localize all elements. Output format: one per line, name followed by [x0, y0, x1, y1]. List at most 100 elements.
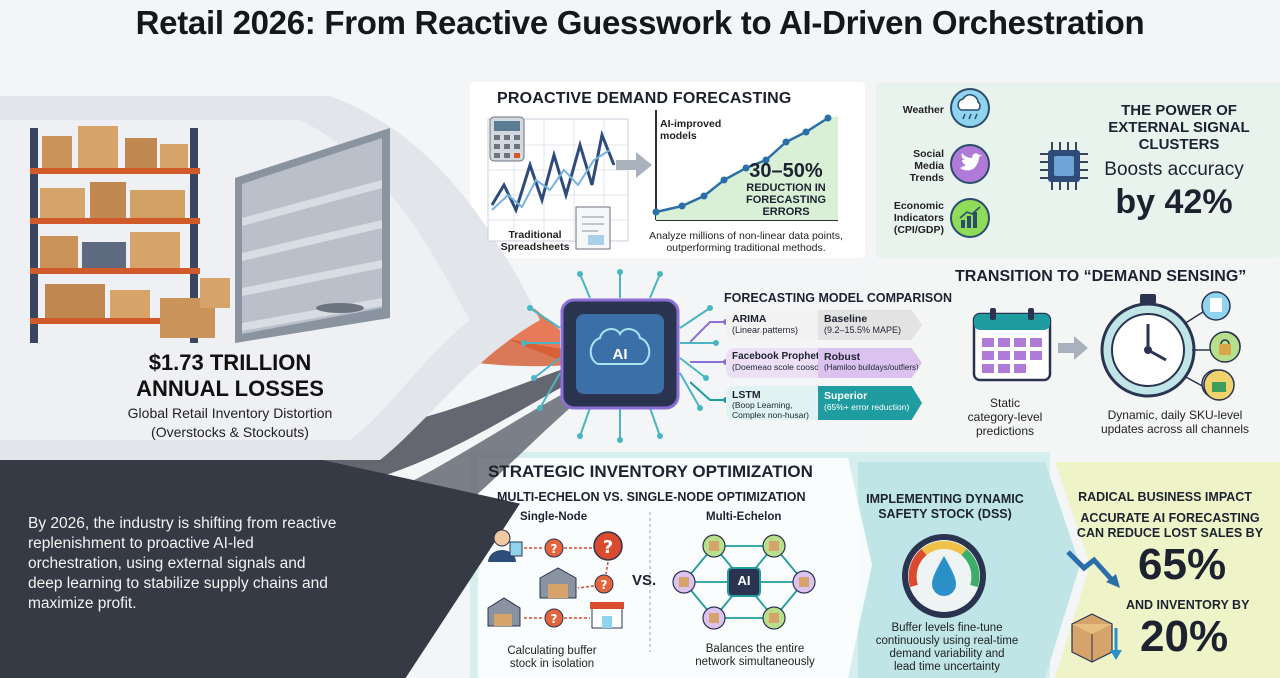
ai-improved-chart: [652, 110, 838, 221]
impact-line1: ACCURATE AI FORECASTING: [1080, 511, 1260, 525]
model-desc-lstm: (Boop Learning, Complex non-husar): [732, 400, 810, 420]
impact-line3: AND INVENTORY BY: [1126, 598, 1250, 612]
question-icon: ?: [544, 538, 564, 558]
dss-caption: Buffer levels fine-tune continuously usi…: [858, 622, 1036, 674]
model-row-prophet-right: Robust (Hamiloo buildays/outfiers): [818, 348, 922, 378]
model-comparison-connectors: [690, 319, 729, 403]
model-comparison-heading: FORECASTING MODEL COMPARISON: [724, 291, 953, 305]
box-down-icon: [1071, 613, 1122, 663]
ai-models-label: AI-improved models: [660, 118, 740, 142]
signal-weather-label-line1: Weather: [902, 104, 944, 116]
document-icon: [575, 206, 611, 250]
single-node-caption-line2: stock in isolation: [509, 658, 595, 670]
signals-heading-line3: CLUSTERS: [1138, 136, 1220, 153]
impact-value-inventory: 20%: [1140, 612, 1229, 661]
dss-caption-line3: demand variability and: [889, 648, 1005, 660]
model-rating-lstm: Superior: [824, 390, 868, 402]
question-icon: ?: [594, 574, 614, 594]
shopping-bag-icon: [1209, 331, 1241, 363]
question-icon: ?: [593, 531, 623, 561]
losses-sub-line1: Global Retail Inventory Distortion: [127, 405, 333, 421]
warehouse-icon: [487, 597, 521, 627]
traditional-spreadsheet-chart: [487, 116, 629, 250]
dss-heading: IMPLEMENTING DYNAMIC SAFETY STOCK (DSS): [860, 492, 1030, 522]
storefront-icon: [590, 602, 624, 629]
dss-caption-line1: Buffer levels fine-tune: [891, 622, 1003, 634]
single-node-caption: Calculating buffer stock in isolation: [492, 645, 612, 671]
model-row-arima-left: ARIMA (Linear patterns): [726, 310, 818, 340]
dss-caption-line2: continuously using real-time: [875, 635, 1019, 647]
dss-heading-line1: IMPLEMENTING DYNAMIC: [866, 492, 1024, 506]
signal-economic-label-line3: (CPI/GDP): [893, 224, 944, 236]
signal-economic-label-line2: Indicators: [893, 212, 944, 224]
model-row-lstm-right: Superior (65%+ error reduction): [818, 386, 922, 420]
forecasting-caption-line1: Analyze millions of non-linear data poin…: [649, 230, 843, 242]
empty-shelf-icon: [235, 128, 390, 343]
model-desc-prophet: (Doemeao scole coosonolity): [732, 362, 842, 372]
multi-echelon-caption-line2: network simultaneously: [695, 656, 815, 668]
model-row-lstm: LSTM (Boop Learning, Complex non-husar) …: [726, 386, 926, 420]
vs-label: VS.: [632, 572, 657, 589]
person-icon: [488, 529, 523, 562]
overstock-shelf-icon: [30, 126, 230, 343]
warehouse-icon: [539, 567, 577, 599]
multi-echelon-caption-line1: Balances the entire: [705, 643, 805, 655]
model-name-lstm: LSTM: [732, 389, 761, 401]
calculator-icon: [489, 116, 525, 162]
reduction-block: 30–50% REDUCTION IN FORECASTING ERRORS: [738, 160, 834, 218]
impact-value-lost-sales: 65%: [1138, 540, 1227, 589]
traditional-label: Traditional Spreadsheets: [490, 229, 580, 253]
boost-label: Boosts accuracy: [1104, 159, 1244, 180]
dss-caption-line4: lead time uncertainty: [893, 661, 1001, 673]
warehouse-shelves-illustration: [30, 126, 390, 343]
svg-text:?: ?: [601, 578, 608, 592]
dynamic-caption-line1: Dynamic, daily SKU-level: [1107, 408, 1243, 422]
model-desc-arima: (Linear patterns): [732, 325, 799, 335]
bar-chart-icon: [950, 198, 990, 238]
dss-heading-line2: SAFETY STOCK (DSS): [878, 507, 1012, 521]
divider-line: [649, 512, 651, 652]
inventory-heading: STRATEGIC INVENTORY OPTIMIZATION: [488, 462, 813, 481]
model-row-prophet-left: Facebook Prophet (Doemeao scole coosonol…: [726, 348, 842, 378]
signal-weather-label: Weather: [888, 104, 944, 116]
signals-heading: THE POWER OF EXTERNAL SIGNAL CLUSTERS: [1094, 102, 1264, 153]
ai-models-label-line2: models: [660, 130, 697, 142]
demand-sensing-heading: TRANSITION TO “DEMAND SENSING”: [955, 268, 1247, 285]
svg-text:?: ?: [551, 612, 558, 626]
signal-social-label: Social Media Trends: [884, 148, 944, 184]
model-row-lstm-left: LSTM (Boop Learning, Complex non-husar): [726, 386, 818, 420]
losses-subtitle: Global Retail Inventory Distortion (Over…: [90, 404, 370, 442]
model-rating-prophet: Robust: [824, 351, 861, 363]
ai-chip-label: AI: [612, 346, 628, 363]
losses-amount-block: $1.73 TRILLION ANNUAL LOSSES: [100, 350, 360, 402]
ai-chip-illustration: [521, 269, 719, 443]
reduction-pct: 30–50%: [749, 160, 823, 182]
intro-paragraph: By 2026, the industry is shifting from r…: [28, 515, 337, 612]
model-detail-prophet: (Hamiloo buildays/outfiers): [824, 363, 919, 372]
multi-echelon-ai-label: AI: [737, 573, 751, 588]
static-caption-line2: category-level: [967, 410, 1043, 424]
model-row-prophet: Facebook Prophet (Doemeao scole coosonol…: [726, 348, 926, 378]
static-caption-line1: Static: [989, 396, 1020, 410]
arrow-right-icon: [1058, 336, 1088, 360]
svg-text:?: ?: [551, 542, 558, 556]
microchip-icon: [1040, 142, 1088, 190]
signals-heading-line2: EXTERNAL SIGNAL: [1108, 119, 1250, 136]
traditional-label-line2: Spreadsheets: [500, 241, 570, 253]
losses-amount: $1.73 TRILLION: [148, 350, 312, 375]
signals-heading-line1: THE POWER OF: [1121, 102, 1237, 119]
reduction-line2: FORECASTING: [745, 194, 827, 206]
single-node-caption-line1: Calculating buffer: [507, 645, 597, 657]
ai-models-label-line1: AI-improved: [660, 118, 722, 130]
multi-echelon-caption: Balances the entire network simultaneous…: [680, 643, 830, 669]
impact-lost-sales-text: ACCURATE AI FORECASTING CAN REDUCE LOST …: [1060, 511, 1280, 541]
arrow-right-icon: [616, 152, 652, 178]
forecasting-heading: PROACTIVE DEMAND FORECASTING: [497, 90, 792, 107]
signal-economic-label: Economic Indicators (CPI/GDP): [880, 200, 944, 236]
calendar-icon: [972, 308, 1052, 382]
forecasting-caption-line2: outperforming traditional methods.: [666, 242, 826, 254]
single-node-diagram: ? ? ? ?: [487, 529, 624, 629]
multi-echelon-network-diagram: [672, 534, 816, 630]
model-detail-lstm: (65%+ error reduction): [824, 402, 910, 412]
model-row-arima: ARIMA (Linear patterns) Baseline (9.2–15…: [726, 310, 926, 340]
